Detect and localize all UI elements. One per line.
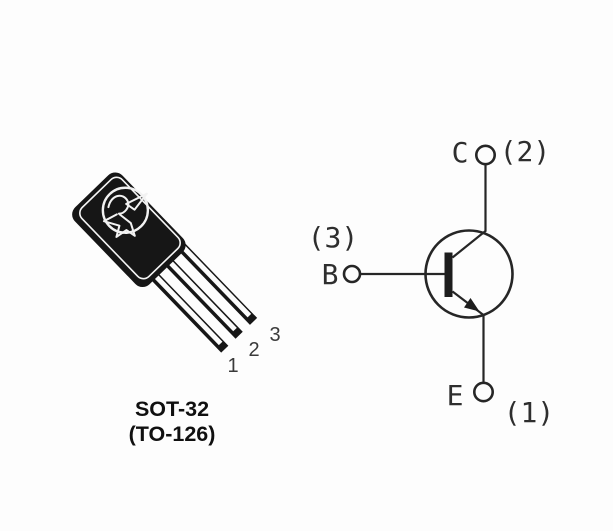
pin-number-2: 2 [248,339,259,361]
package-drawing [72,172,258,353]
base-terminal [342,264,362,284]
emitter-arrow-icon [464,298,480,312]
package-caption-alt: (TO-126) [129,422,216,446]
st-logo-icon [101,186,150,238]
emitter-letter: E [447,379,464,412]
package-caption-name: SOT-32 [135,397,209,421]
pin-number-1: 1 [227,355,238,377]
collector-line [451,164,487,259]
pin-number-3: 3 [269,324,280,346]
emitter-line [451,290,485,383]
collector-terminal [474,144,496,166]
base-bar [444,252,453,297]
emitter-terminal [472,381,494,403]
collector-pin-label: (2) [500,135,551,168]
emitter-pin-label: (1) [504,396,555,429]
base-pin-label: (3) [308,221,359,254]
collector-letter: C [452,136,469,169]
transistor-symbol: C (2) (3) B E (1) [308,135,555,429]
base-letter: B [322,258,339,291]
